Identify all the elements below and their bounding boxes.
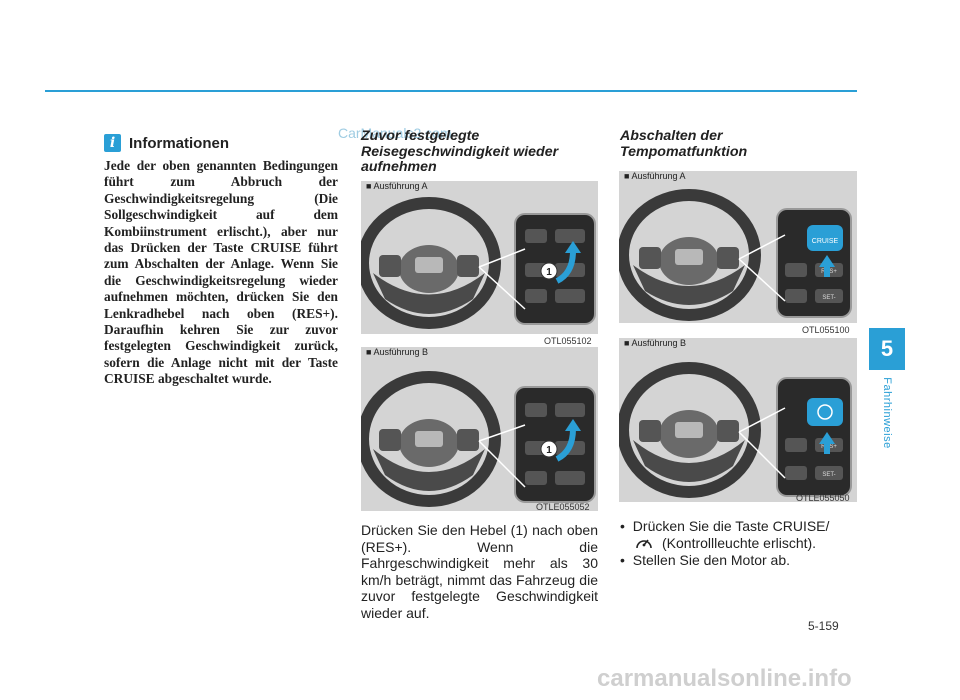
set-label: SET- <box>822 472 835 478</box>
watermark-top: CarManuals2.com <box>338 125 452 141</box>
figure-resume-b: 1 <box>357 347 598 511</box>
steering-wheel-illustration: 1 <box>357 197 596 329</box>
steering-wheel-illustration: CRUISE RES+ SET- <box>617 189 852 321</box>
figure-resume-a: 1 <box>357 181 598 334</box>
watermark-bottom: carmanualsonline.info <box>597 665 852 692</box>
bullet-1-text-b: (Kontrollleuchte erlischt). <box>662 535 817 551</box>
steering-wheel-illustration: RES+ SET- <box>617 362 852 498</box>
section-resume-title-line3: aufnehmen <box>361 159 437 175</box>
info-body: Jede der oben genannten Bedingungen führ… <box>104 158 338 387</box>
bullet-1-line-1: • Drücken Sie die Taste CRUISE/ <box>620 518 830 534</box>
section-off-title-line1: Abschalten der <box>620 128 723 144</box>
info-title: Informationen <box>129 134 229 152</box>
figure-resume-a-label: ■ Ausführung A <box>364 181 430 191</box>
bullet-2-text: Stellen Sie den Motor ab. <box>632 552 791 568</box>
figure-resume-b-code: OTLE055052 <box>536 502 590 512</box>
figure-off-b-label: ■ Ausführung B <box>622 338 688 348</box>
figure-off-b-code: OTLE055050 <box>796 493 850 503</box>
top-rule <box>45 90 857 92</box>
steering-wheel-illustration: 1 <box>357 371 596 507</box>
set-label: SET- <box>822 295 835 301</box>
bullet-1-text-a: Drücken Sie die Taste CRUISE/ <box>632 518 830 534</box>
cruise-indicator-icon <box>636 539 652 549</box>
figure-off-a-code: OTL055100 <box>802 325 850 335</box>
page-number: 5-159 <box>808 619 839 633</box>
info-header: i Informationen <box>104 134 229 152</box>
chapter-tab: 5 <box>869 328 905 370</box>
section-resume-body: Drücken Sie den Hebel (1) nach oben (RES… <box>361 522 598 621</box>
info-icon: i <box>104 134 121 152</box>
bullet-1-line-2: (Kontrollleuchte erlischt). <box>634 534 816 552</box>
figure-off-b: RES+ SET- <box>617 338 857 502</box>
cruise-button-label: CRUISE <box>812 238 839 245</box>
section-off-title-line2: Tempomatfunktion <box>620 143 748 160</box>
figure-off-a-label: ■ Ausführung A <box>622 171 688 181</box>
chapter-title-vertical: Fahrhinweise <box>869 370 905 456</box>
bullet-2: • Stellen Sie den Motor ab. <box>620 552 791 568</box>
section-resume-title: Zuvor festgelegte Reisegeschwindigkeit w… <box>361 128 601 176</box>
section-resume-title-line2: Reisegeschwindigkeit wieder <box>361 143 559 160</box>
figure-resume-a-code: OTL055102 <box>544 336 592 346</box>
callout-1-label: 1 <box>546 445 552 456</box>
section-off-title: Abschalten der Tempomatfunktion <box>620 128 860 160</box>
figure-off-a: CRUISE RES+ SET- <box>617 171 857 323</box>
callout-1-label: 1 <box>546 267 552 278</box>
figure-resume-b-label: ■ Ausführung B <box>364 347 430 357</box>
section-resume-title-line1: Zuvor festgelegte <box>361 128 480 144</box>
chapter-title: Fahrhinweise <box>881 377 893 449</box>
